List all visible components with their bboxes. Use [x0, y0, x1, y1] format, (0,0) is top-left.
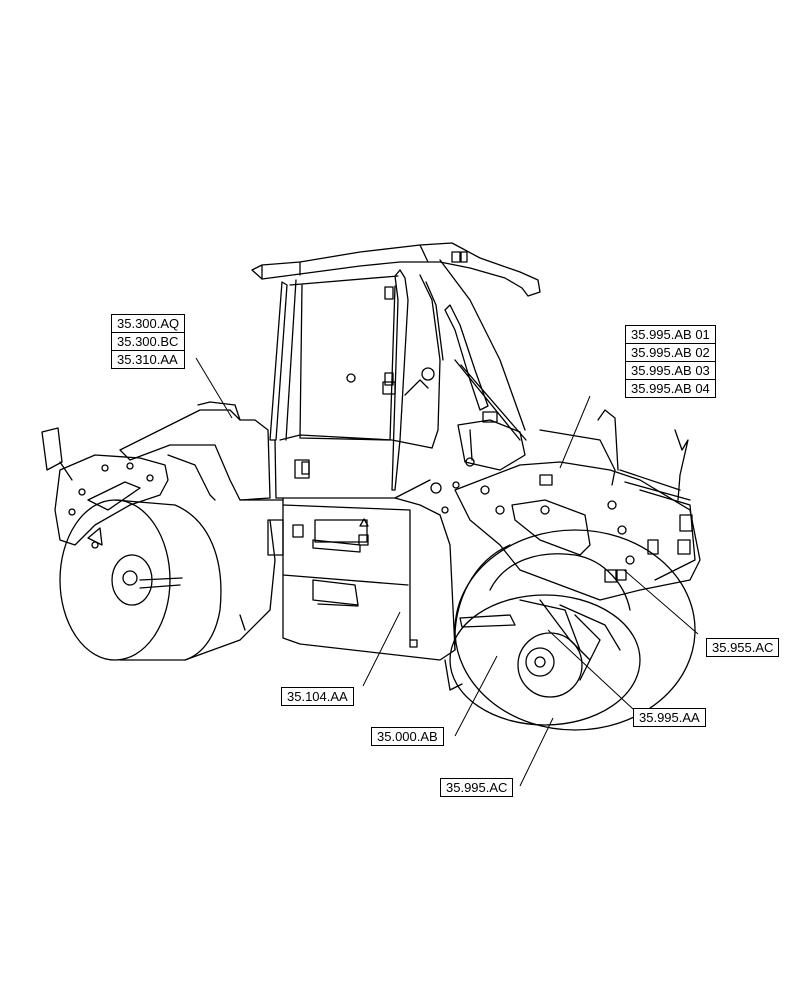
ref-35-955-ac[interactable]: 35.955.AC — [706, 638, 780, 657]
rear-drum — [59, 499, 276, 661]
ref-35-995-ab-01[interactable]: 35.995.AB 01 — [625, 325, 716, 344]
callout-stack-right: 35.995.AB 01 35.995.AB 02 35.995.AB 03 3… — [625, 325, 716, 398]
leader-lines — [195, 357, 699, 787]
engine-hood — [239, 497, 456, 661]
callout-stack-left: 35.300.AQ 35.300.BC 35.310.AA — [111, 314, 186, 369]
ref-35-310-aa[interactable]: 35.310.AA — [111, 350, 186, 369]
ref-35-300-bc[interactable]: 35.300.BC — [111, 332, 186, 351]
canopy-roof — [251, 242, 541, 297]
callout-35-955-ac: 35.955.AC — [706, 638, 780, 657]
cab — [269, 259, 527, 499]
rear-frame — [41, 401, 271, 549]
operator-seat — [457, 409, 619, 486]
ref-35-995-aa[interactable]: 35.995.AA — [633, 708, 706, 727]
ref-35-104-aa[interactable]: 35.104.AA — [281, 687, 354, 706]
ref-35-995-ab-04[interactable]: 35.995.AB 04 — [625, 379, 716, 398]
callout-35-995-ac: 35.995.AC — [440, 778, 514, 797]
ref-35-995-ac[interactable]: 35.995.AC — [440, 778, 514, 797]
front-frame — [430, 429, 701, 601]
ref-35-995-ab-03[interactable]: 35.995.AB 03 — [625, 361, 716, 380]
ref-35-995-ab-02[interactable]: 35.995.AB 02 — [625, 343, 716, 362]
callout-35-000-ab: 35.000.AB — [371, 727, 444, 746]
callout-35-995-aa: 35.995.AA — [633, 708, 706, 727]
ref-35-300-aq[interactable]: 35.300.AQ — [111, 314, 186, 333]
callout-35-104-aa: 35.104.AA — [281, 687, 354, 706]
front-drum — [444, 529, 696, 731]
ref-35-000-ab[interactable]: 35.000.AB — [371, 727, 444, 746]
